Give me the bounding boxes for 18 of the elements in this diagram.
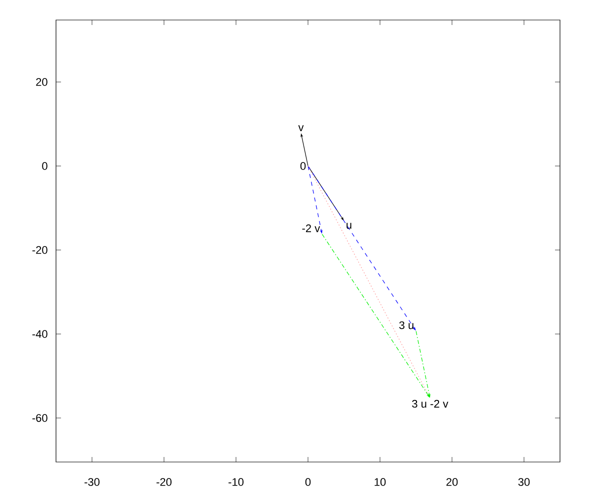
tick-label: -10 <box>228 478 244 486</box>
vector-label: -2 v <box>302 224 320 232</box>
tick-label: 0 <box>42 162 48 170</box>
vector-label: u <box>346 222 352 229</box>
vector-label: 0 <box>300 162 306 170</box>
vector-label: 3 u -2 v <box>412 400 448 408</box>
vector-label: v <box>298 125 304 132</box>
vector-label: 3 u <box>399 321 414 330</box>
tick-label: 20 <box>446 478 458 486</box>
tick-label: -20 <box>156 478 172 486</box>
tick-label: 10 <box>374 478 386 486</box>
tick-label: 0 <box>305 478 311 486</box>
tick-label: 20 <box>36 78 48 86</box>
tick-label: -40 <box>32 330 48 338</box>
tick-label: -20 <box>32 246 48 254</box>
tick-label: -30 <box>84 478 100 486</box>
tick-label: -60 <box>32 414 48 422</box>
tick-label: 30 <box>518 478 530 486</box>
